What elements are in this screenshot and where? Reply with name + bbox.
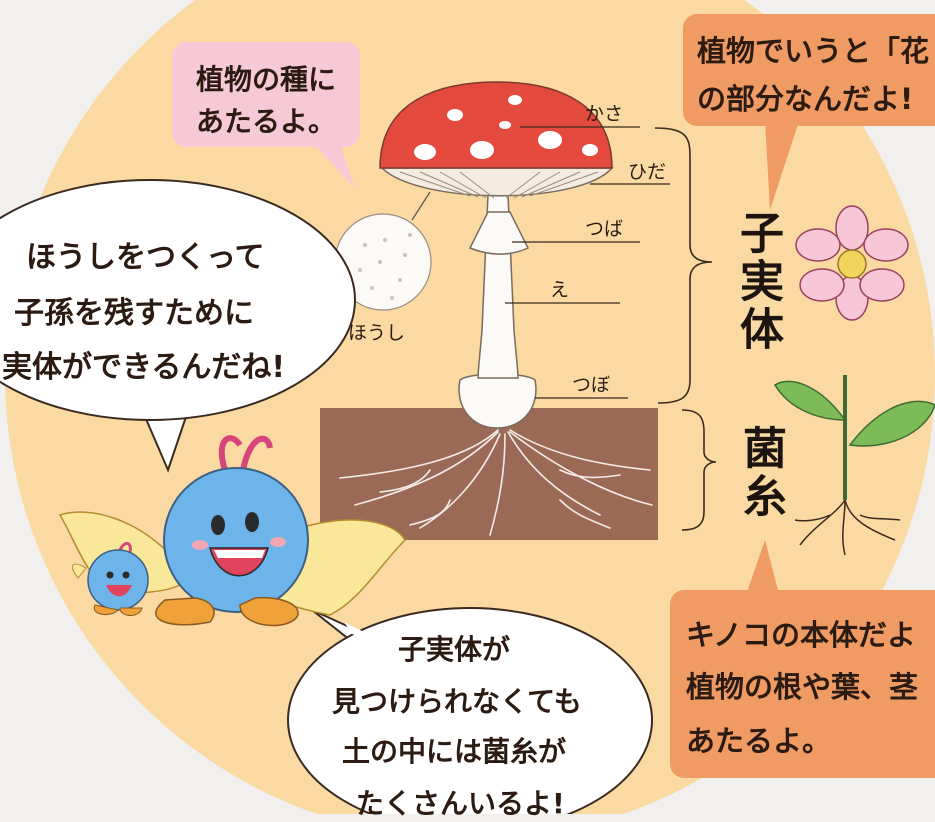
seed-callout-line2: あたるよ。 (196, 105, 337, 138)
flower-callout-line1: 植物でいうと「花 (697, 34, 930, 68)
spore-dots (358, 233, 412, 300)
label-e: え (550, 279, 570, 301)
soil-speech-line3: 土の中には菌糸が (342, 735, 567, 768)
mascot-large (155, 435, 309, 627)
soil-speech-line1: 子実体が (398, 633, 511, 666)
label-houshi: ほうし (348, 322, 406, 344)
mycelium-callout: キノコの本体だよ 植物の根や葉、茎 あたるよ。 (670, 590, 935, 778)
orange-top-tail (765, 118, 800, 210)
group-fruiting-body: 子実体 (732, 210, 783, 354)
group-mycelium: 菌糸 (735, 425, 786, 521)
label-kasa: かさ (585, 103, 624, 125)
mycelium-callout-line3: あたるよ。 (686, 724, 832, 758)
orange-bottom-tail (745, 540, 780, 598)
seed-callout-line1: 植物の種に (196, 63, 337, 96)
label-tsubo: つぼ (572, 374, 611, 396)
soil-speech-line4: たくさんいるよ! (356, 787, 565, 820)
mascot-small (71, 542, 149, 616)
mycelium-threads (339, 429, 653, 536)
spore-pointer (411, 191, 431, 221)
speech-bubble-bottom (287, 607, 653, 814)
speech-bubble-left (0, 179, 356, 421)
spores-speech-line2: 子孫を残すために (14, 296, 254, 331)
flower-illustration (795, 205, 909, 321)
mycelium-callout-line2: 植物の根や葉、茎 (686, 670, 919, 704)
mycelium-callout-line1: キノコの本体だよ (686, 618, 916, 652)
label-hida: ひだ (628, 161, 667, 183)
soil-speech-line2: 見つけられなくても (332, 685, 582, 718)
label-tsuba: つば (585, 218, 624, 240)
brace-mycelium (681, 409, 717, 531)
seed-callout: 植物の種に あたるよ。 (172, 42, 360, 147)
flower-callout-line2: の部分なんだよ! (697, 82, 914, 116)
leader-lines (505, 126, 670, 399)
flower-callout: 植物でいうと「花 の部分なんだよ! (683, 14, 935, 126)
spores-speech-line1: ほうしをつくって (26, 240, 265, 275)
cap-spots (414, 95, 598, 160)
spores-speech-line3: 実体ができるんだね! (2, 350, 286, 385)
gill-lines (399, 171, 599, 199)
pink-bubble-tail (310, 140, 355, 188)
ring (468, 211, 530, 255)
flower-center (837, 249, 867, 279)
plant-illustration (773, 375, 935, 556)
brace-fruiting-body (654, 127, 713, 404)
